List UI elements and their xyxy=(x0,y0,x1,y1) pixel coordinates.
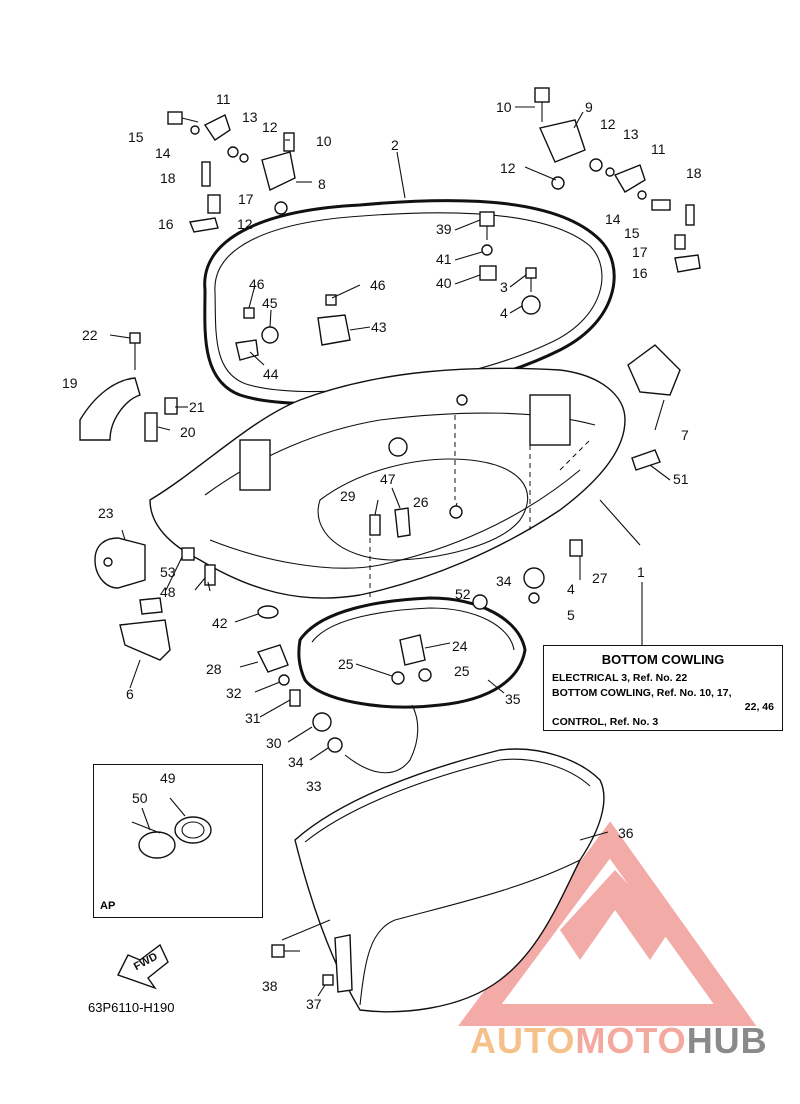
callout: 22 xyxy=(82,327,98,343)
watermark-text: AUTOMOTOHUB xyxy=(470,1020,768,1062)
callout: 10 xyxy=(496,99,512,115)
callout: 19 xyxy=(62,375,78,391)
callout: 12 xyxy=(262,119,278,135)
ap-inset-clamps xyxy=(131,816,212,859)
callout: 26 xyxy=(413,494,429,510)
callout: 46 xyxy=(370,277,386,293)
seal-ring xyxy=(297,596,527,709)
legend-title: BOTTOM COWLING xyxy=(601,652,725,667)
callout: 4 xyxy=(500,305,508,321)
bottom-cowling xyxy=(149,367,626,599)
leader-lines xyxy=(109,106,671,997)
callout: 11 xyxy=(651,141,666,157)
callout: 11 xyxy=(216,91,231,107)
callout: 25 xyxy=(338,656,354,672)
callout: 3 xyxy=(500,279,508,295)
callout: 23 xyxy=(98,505,114,521)
callout: 24 xyxy=(452,638,468,654)
legend-line: 22, 46 xyxy=(744,701,774,713)
watermark-part: AUTO xyxy=(470,1020,576,1061)
callout: 14 xyxy=(155,145,171,161)
callout: 34 xyxy=(496,573,512,589)
callout: 31 xyxy=(245,710,261,726)
legend-box: BOTTOM COWLING ELECTRICAL 3, Ref. No. 22… xyxy=(543,645,783,731)
callout: 36 xyxy=(618,825,634,841)
callout: 34 xyxy=(288,754,304,770)
callout: 10 xyxy=(316,133,332,149)
callout: 30 xyxy=(266,735,282,751)
callout: 18 xyxy=(686,165,702,181)
diagram-code: 63P6110-H190 xyxy=(88,1000,175,1015)
legend-line: BOTTOM COWLING, Ref. No. 10, 17, xyxy=(552,687,732,699)
fwd-arrow-icon: FWD xyxy=(117,943,169,990)
callout: 5 xyxy=(567,607,575,623)
ap-inset-box: AP xyxy=(93,764,263,918)
gasket-outline xyxy=(203,199,616,406)
callout: 32 xyxy=(226,685,242,701)
callout: 15 xyxy=(128,129,144,145)
callout: 13 xyxy=(623,126,639,142)
watermark-part: HUB xyxy=(686,1020,768,1061)
callout: 29 xyxy=(340,488,356,504)
callout: 45 xyxy=(262,295,278,311)
callout: 17 xyxy=(238,191,254,207)
watermark-part: MOTO xyxy=(575,1020,687,1061)
callout: 13 xyxy=(242,109,258,125)
callout: 42 xyxy=(212,615,228,631)
legend-line: ELECTRICAL 3, Ref. No. 22 xyxy=(552,672,688,684)
callout: 44 xyxy=(263,366,279,382)
callout: 49 xyxy=(160,770,176,786)
callout: 33 xyxy=(306,778,322,794)
callout: 47 xyxy=(380,471,396,487)
callout: 52 xyxy=(455,586,471,602)
callout: 6 xyxy=(126,686,134,702)
legend-line: CONTROL, Ref. No. 3 xyxy=(552,716,659,728)
callout: 37 xyxy=(306,996,322,1012)
callout: 53 xyxy=(160,564,176,580)
callout: 20 xyxy=(180,424,196,440)
callout: 7 xyxy=(681,427,689,443)
callout: 14 xyxy=(605,211,621,227)
callout: 17 xyxy=(632,244,648,260)
callout: 25 xyxy=(454,663,470,679)
callout: 38 xyxy=(262,978,278,994)
callout: 12 xyxy=(237,216,253,232)
callout: 40 xyxy=(436,275,452,291)
callout: 41 xyxy=(436,251,452,267)
small-parts xyxy=(79,87,701,993)
callout: 35 xyxy=(505,691,521,707)
callout: 12 xyxy=(600,116,616,132)
callout-labels: 1 2 3 4 4 5 6 7 8 9 10 10 11 11 12 12 12… xyxy=(62,91,702,1012)
callout: 9 xyxy=(585,99,593,115)
callout: 39 xyxy=(436,221,452,237)
callout: 2 xyxy=(391,137,399,153)
callout: 1 xyxy=(637,564,645,580)
callout: 43 xyxy=(371,319,387,335)
callout: 50 xyxy=(132,790,148,806)
callout: 12 xyxy=(500,160,516,176)
callout: 18 xyxy=(160,170,176,186)
callout: 15 xyxy=(624,225,640,241)
inset-label: AP xyxy=(100,900,116,912)
callout: 21 xyxy=(189,399,205,415)
callout: 27 xyxy=(592,570,608,586)
callout: 16 xyxy=(158,216,174,232)
apron-lower-cover xyxy=(294,748,605,1013)
callout: 46 xyxy=(249,276,265,292)
callout: 4 xyxy=(567,581,575,597)
callout: 51 xyxy=(673,471,689,487)
callout: 8 xyxy=(318,176,326,192)
callout: 48 xyxy=(160,584,176,600)
callout: 28 xyxy=(206,661,222,677)
callout: 16 xyxy=(632,265,648,281)
